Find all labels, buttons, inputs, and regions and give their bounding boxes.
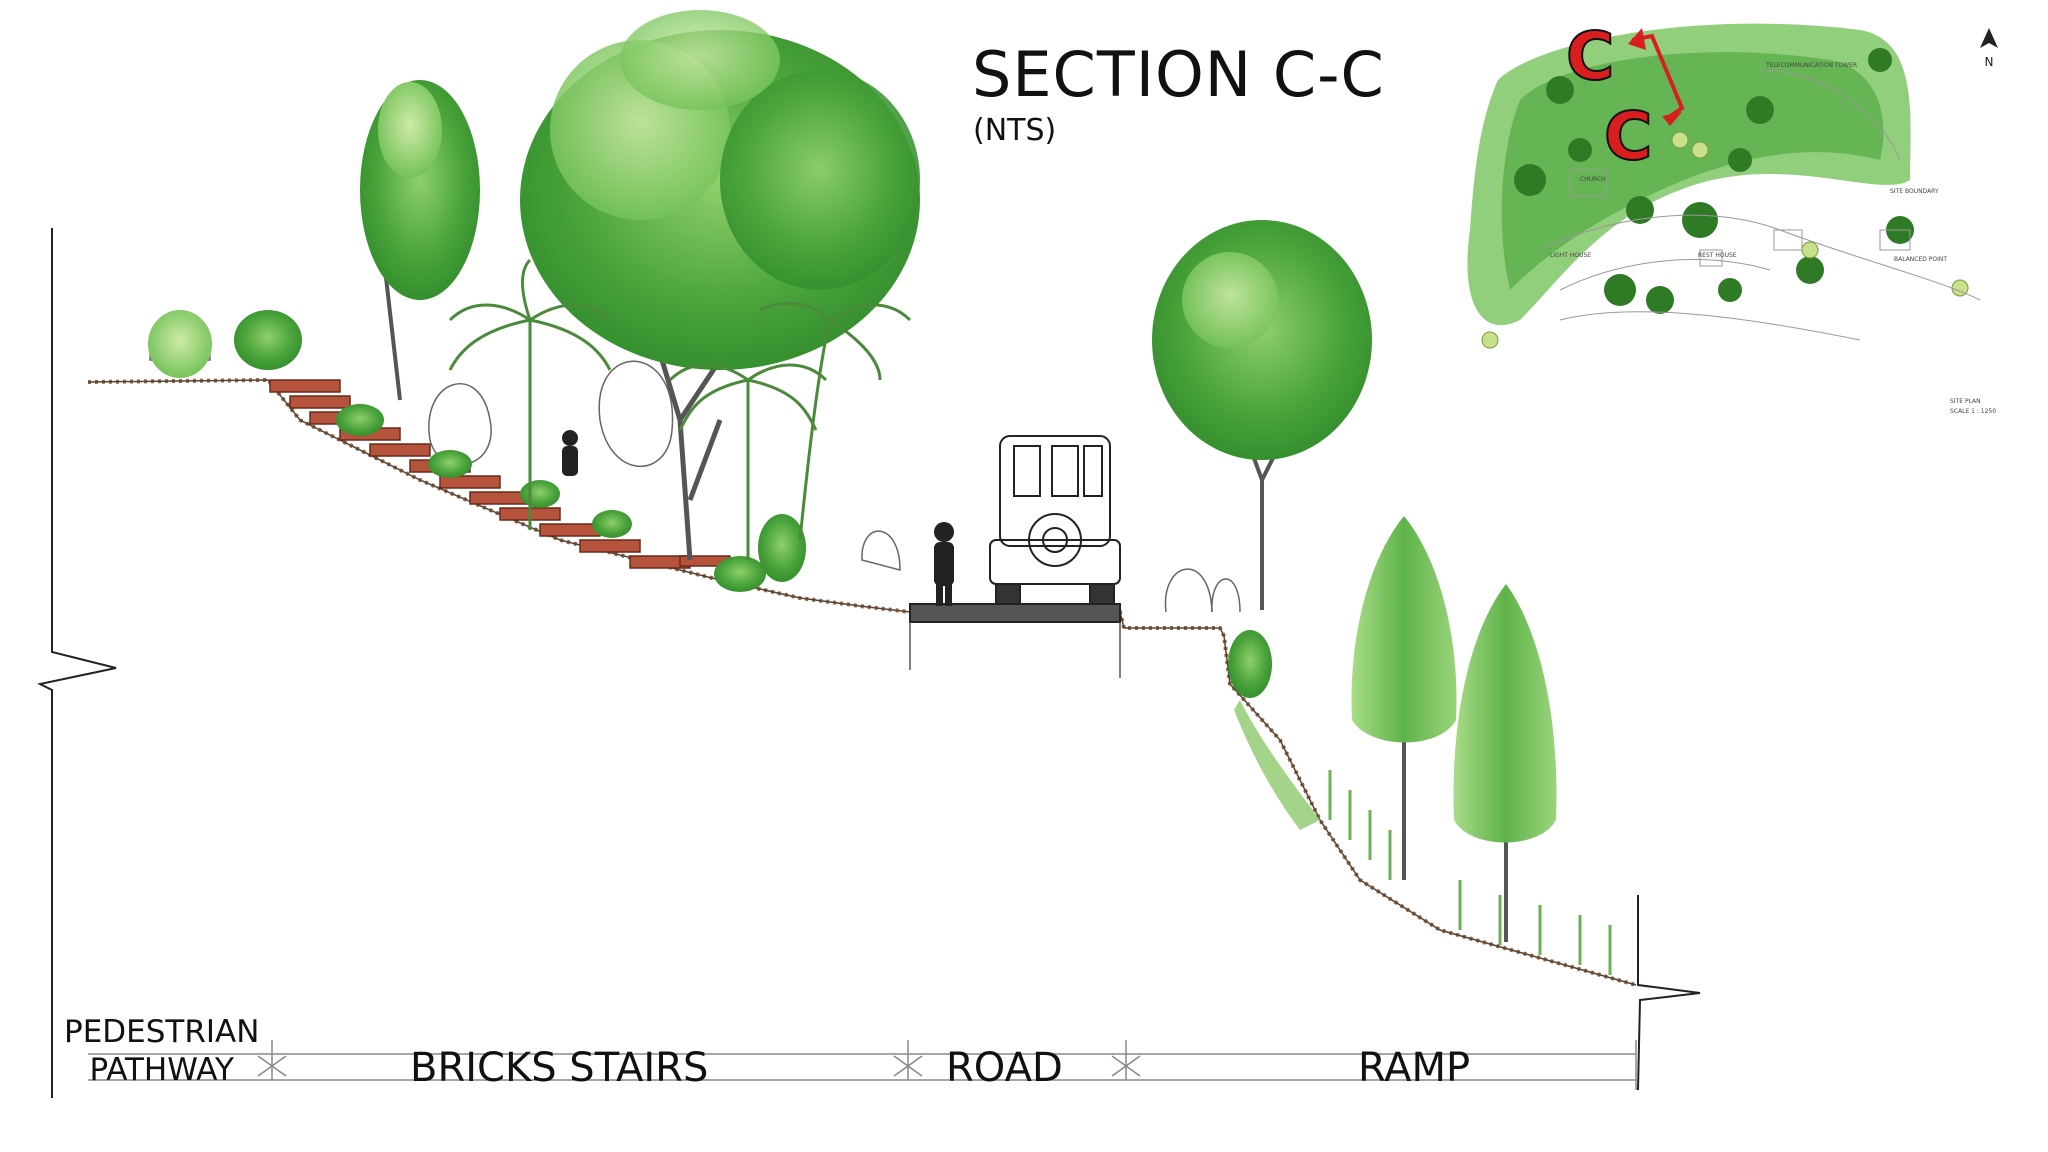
vehicle-illustration — [989, 435, 1121, 605]
left-break-line — [36, 228, 117, 1098]
svg-text:N: N — [1985, 55, 1994, 69]
road-slab — [909, 603, 1121, 678]
key-plan-label-scale: SCALE 1 : 1250 — [1950, 408, 1997, 415]
key-plan-label-church: CHURCH — [1580, 176, 1606, 183]
zone-label-bricks-stairs: BRICKS STAIRS — [410, 1045, 709, 1091]
person-figures — [562, 430, 954, 606]
zone-label-road: ROAD — [946, 1045, 1063, 1091]
tree-large-central — [520, 10, 920, 561]
stair-shrubs — [148, 310, 806, 592]
zone-label-pedestrian-pathway: PEDESTRIAN PATHWAY — [64, 1014, 259, 1090]
key-plan — [1467, 23, 1981, 349]
tree-right-of-road — [1152, 220, 1372, 610]
palm-trees — [448, 258, 912, 560]
section-mark-bottom: C — [1603, 98, 1653, 175]
key-plan-label-light-house: LIGHT HOUSE — [1550, 252, 1592, 259]
section-subtitle: (NTS) — [973, 113, 1057, 148]
zone-label-pedestrian-line2: PATHWAY — [89, 1051, 234, 1088]
north-arrow-icon: N — [1980, 28, 1998, 69]
ramp-vegetation — [1228, 630, 1612, 975]
zone-dimension-line — [88, 1040, 1637, 1090]
key-plan-label-telecom: TELECOMMUNICATION TOWER — [1766, 62, 1858, 69]
key-plan-label-rest-house: REST HOUSE — [1698, 252, 1737, 259]
section-title: SECTION C-C — [972, 38, 1385, 111]
right-break-line — [1637, 895, 1701, 1091]
brick-stairs — [269, 379, 731, 569]
ground-profile — [87, 377, 1637, 987]
section-mark-top: C — [1565, 18, 1615, 95]
zone-label-pedestrian-line1: PEDESTRIAN — [64, 1014, 260, 1050]
key-plan-label-site-plan: SITE PLAN — [1950, 398, 1981, 405]
conifer-trees — [1351, 516, 1557, 942]
tree-left-tall — [360, 80, 480, 401]
key-plan-label-site-boundary: SITE BOUNDARY — [1890, 188, 1939, 195]
key-plan-label-balanced-point: BALANCED POINT — [1894, 256, 1948, 263]
zone-label-ramp: RAMP — [1358, 1045, 1471, 1091]
